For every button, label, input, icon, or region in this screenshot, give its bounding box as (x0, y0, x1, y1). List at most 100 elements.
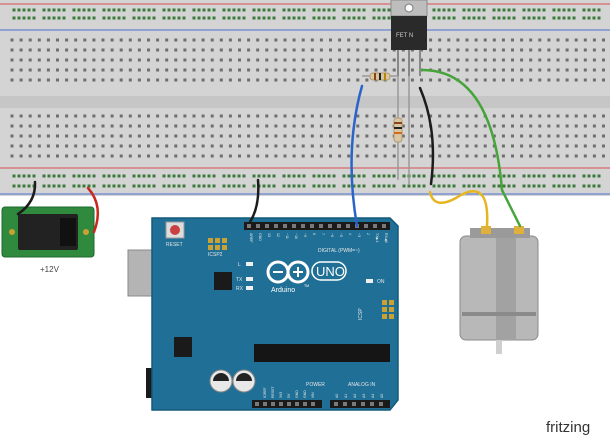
breadboard-hole (283, 144, 287, 148)
rail-hole (442, 8, 446, 12)
rail-hole (562, 8, 566, 12)
rail-hole (482, 8, 486, 12)
rail-hole (472, 16, 476, 20)
breadboard-hole (19, 58, 23, 62)
breadboard-hole (147, 114, 150, 118)
breadboard-hole (374, 38, 378, 42)
breadboard-hole (165, 134, 169, 138)
breadboard-hole (529, 78, 533, 82)
rail-hole (287, 8, 291, 12)
rail-hole (237, 8, 241, 12)
rail-hole (297, 8, 301, 12)
breadboard-hole (137, 48, 141, 52)
rail-hole (172, 8, 176, 12)
breadboard-hole (538, 48, 542, 52)
breadboard-hole (538, 68, 542, 72)
rail-hole (377, 174, 381, 178)
reset-button-cap[interactable] (170, 225, 180, 235)
digital-pin-hole (373, 224, 377, 228)
rail-hole (222, 16, 226, 20)
breadboard-hole (319, 134, 323, 138)
breadboard-hole (429, 58, 433, 62)
breadboard-hole (265, 134, 269, 138)
breadboard-hole (201, 58, 205, 62)
breadboard-hole (565, 124, 569, 128)
breadboard-hole (247, 154, 251, 158)
breadboard-holes (10, 8, 605, 188)
rail-hole (177, 184, 181, 188)
breadboard-hole (520, 58, 524, 62)
breadboard-hole (301, 78, 305, 82)
breadboard-hole (228, 68, 232, 72)
rail-hole (387, 174, 391, 178)
pulldown-resistor-band-1 (394, 122, 402, 124)
breadboard-hole (456, 134, 460, 138)
rail-hole (332, 174, 336, 178)
rail-hole (62, 174, 66, 178)
breadboard-hole (292, 78, 296, 82)
breadboard-hole (547, 38, 551, 42)
breadboard-hole (147, 144, 150, 148)
breadboard-hole (101, 48, 105, 52)
rail-hole (92, 8, 96, 12)
breadboard-hole (492, 134, 496, 138)
rail-hole (592, 8, 596, 12)
breadboard-hole (492, 58, 496, 62)
rail-hole (472, 8, 476, 12)
breadboard-hole (219, 78, 223, 82)
rail-hole (347, 16, 351, 20)
icsp2-pin (215, 238, 220, 243)
rail-hole (172, 16, 176, 20)
led-on-label: ON (377, 279, 385, 285)
rail-hole (362, 174, 366, 178)
rail-hole (567, 174, 571, 178)
rail-hole (527, 8, 531, 12)
analog-pin-label: A0 (335, 394, 339, 398)
rail-hole (257, 16, 261, 20)
breadboard-hole (101, 114, 105, 118)
breadboard-hole (438, 58, 442, 62)
breadboard-hole (265, 68, 269, 72)
breadboard-hole (401, 58, 405, 62)
breadboard-hole (238, 134, 241, 138)
rail-hole (527, 174, 531, 178)
breadboard-hole (501, 48, 505, 52)
rail-hole (207, 184, 211, 188)
breadboard-hole (338, 144, 342, 148)
breadboard-hole (474, 78, 478, 82)
rail-hole (512, 184, 516, 188)
rail-hole (162, 174, 166, 178)
rail-hole (227, 16, 231, 20)
rail-hole (357, 184, 361, 188)
breadboard-hole (56, 134, 59, 138)
breadboard-hole (274, 134, 278, 138)
rail-hole (317, 8, 321, 12)
power-pin-label: IOREF (263, 387, 267, 398)
rail-hole (232, 184, 236, 188)
breadboard-hole (301, 48, 305, 52)
breadboard-hole (292, 154, 296, 158)
breadboard-hole (310, 68, 314, 72)
breadboard-hole (210, 48, 214, 52)
breadboard-hole (456, 68, 460, 72)
breadboard-hole (602, 68, 605, 72)
breadboard-hole (401, 144, 405, 148)
breadboard-hole (447, 58, 451, 62)
breadboard-hole (365, 114, 369, 118)
rail-hole (297, 174, 301, 178)
power-jack-label: +12V (40, 265, 60, 274)
digital-pin-label: AREF (249, 233, 253, 243)
breadboard-hole (128, 114, 132, 118)
breadboard-hole (210, 38, 214, 42)
breadboard-hole (128, 124, 132, 128)
breadboard-hole (265, 124, 269, 128)
rail-hole (212, 184, 216, 188)
breadboard-hole (565, 134, 569, 138)
rail-hole (597, 8, 601, 12)
breadboard-hole (274, 154, 278, 158)
breadboard-hole (165, 58, 169, 62)
breadboard-hole (347, 114, 351, 118)
rail-hole (497, 174, 501, 178)
led-on (366, 279, 373, 283)
